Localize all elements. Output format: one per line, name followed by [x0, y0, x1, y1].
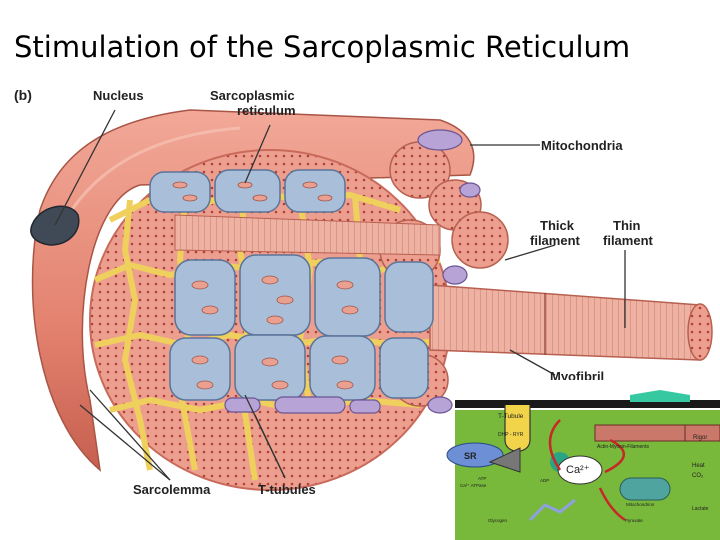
- label-nucleus: Nucleus: [93, 88, 144, 103]
- panel-letter: (b): [14, 87, 32, 103]
- label-thin-line1: Thin: [613, 218, 640, 233]
- inset-label-glycogen: Glycogen: [488, 518, 508, 523]
- label-thin-line2: filament: [603, 233, 654, 248]
- inset-diagram: T-Tubule DHP - RYR SR Ca²⁺ ATPase ATP AD…: [446, 380, 720, 540]
- inset-label-adp: ADP: [540, 478, 549, 483]
- label-sr-line1: Sarcoplasmic: [210, 88, 295, 103]
- inset-label-atp: ATP: [478, 476, 486, 481]
- inset-label-dhp-ryr: DHP - RYR: [498, 432, 524, 438]
- inset-label-co2: CO₂: [692, 473, 704, 479]
- sarcoplasmic-reticulum: [149, 169, 434, 401]
- label-mitochondria: Mitochondria: [541, 138, 623, 153]
- inset-label-mitochondrion: Mitochondrion: [626, 502, 655, 507]
- nucleus-shape: [30, 205, 80, 246]
- inset-label-rigor: Rigor: [693, 435, 707, 441]
- inset-label-actin-myosin: Actin-Myosin-Filaments: [597, 444, 649, 450]
- label-thick-line1: Thick: [540, 218, 575, 233]
- myofibril: [429, 284, 713, 361]
- slide-title: Stimulation of the Sarcoplasmic Reticulu…: [14, 30, 631, 64]
- label-thick-line2: filament: [530, 233, 581, 248]
- inset-label-lactate: Lactate: [692, 506, 709, 512]
- inset-label-pyruvate: Pyruvate: [625, 518, 643, 523]
- label-sarcolemma: Sarcolemma: [133, 482, 211, 497]
- leader-lines: [54, 109, 626, 481]
- mitochondria-shapes: [224, 129, 481, 414]
- inset-label-heat: Heat: [692, 463, 705, 469]
- inset-label-t-tubule: T-Tubule: [498, 413, 524, 420]
- inset-label-calcium: Ca²⁺: [566, 464, 590, 476]
- inset-label-ca-atpase: Ca²⁺ ATPase: [460, 483, 487, 488]
- label-t-tubules: T-tubules: [258, 482, 316, 497]
- inset-label-sr: SR: [464, 451, 477, 461]
- label-sr-line2: reticulum: [237, 103, 296, 118]
